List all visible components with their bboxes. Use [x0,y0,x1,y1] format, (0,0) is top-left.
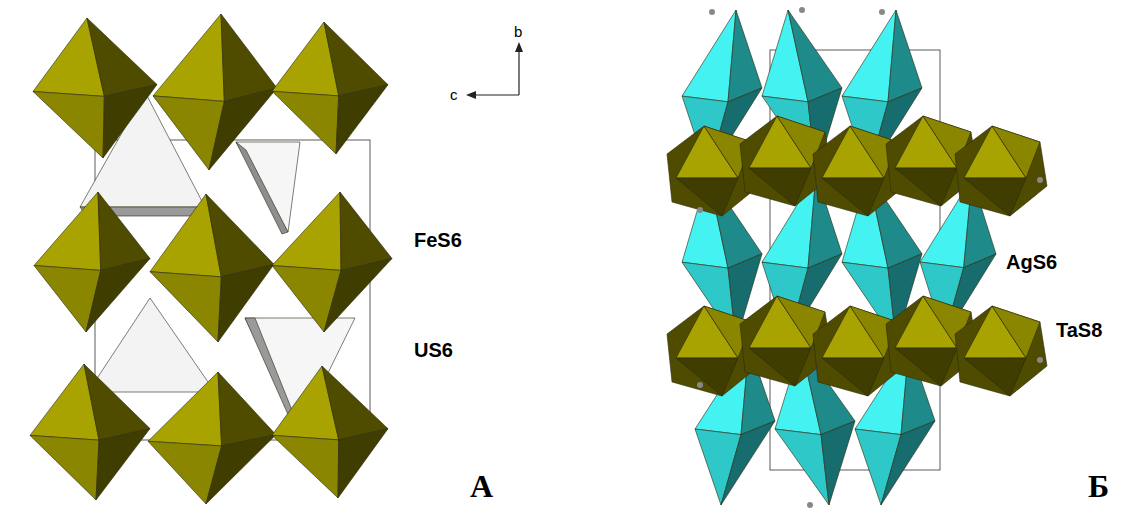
fes6-octahedron [96,429,150,500]
panel-letter: А [470,470,493,502]
sulfur-atom [799,7,805,13]
tas8-antiprism [955,306,1047,396]
sulfur-atom [879,9,885,15]
tas8-antiprism [822,178,884,216]
fes6-octahedron [153,14,224,101]
tas8-antiprism [749,348,811,386]
tas8-antiprism [749,168,811,206]
fes6-octahedron [148,372,222,446]
axis-label: b [514,24,522,39]
fes6-octahedron [272,91,339,154]
fes6-octahedron [338,429,388,498]
axis-arrow [466,91,476,99]
fes6-octahedron [98,192,150,270]
fes6-octahedron [340,192,392,270]
fes6-octahedron [272,435,339,498]
fes6-octahedron [221,14,277,101]
sulfur-atom [697,382,703,388]
ags6-octahedron [821,421,855,505]
tas8-antiprism [992,306,1040,358]
us6-prism [236,142,288,234]
axis-arrow [515,42,523,52]
sulfur-atom [697,207,703,213]
fes6-octahedron [86,259,150,333]
ags6-octahedron [788,10,842,102]
tas8-antiprism [822,358,884,396]
fes6-octahedron [33,92,104,159]
tas8-antiprism [895,348,957,386]
fes6-octahedron [87,18,157,96]
fes6-octahedron [206,194,274,277]
fes6-octahedron [336,85,388,154]
tas8-antiprism [676,178,738,216]
fes6-octahedron [324,259,392,333]
sulfur-atom [1037,177,1043,183]
ags6-octahedron [682,10,736,102]
ags6-octahedron [842,10,896,102]
fes6-octahedron [30,435,99,500]
sulfur-atom [1037,357,1043,363]
axis-line [518,50,519,95]
fes6-octahedron [103,85,157,159]
fes6-octahedron [206,435,276,504]
ags6-octahedron [775,429,829,505]
ags6-octahedron [721,421,775,505]
fes6-octahedron [34,192,101,270]
sulfur-atom [709,9,715,15]
fes6-octahedron [272,192,341,270]
fes6-octahedron [218,264,274,342]
fes6-octahedron [218,372,276,446]
tas8-antiprism [895,168,957,206]
tas8-antiprism [676,358,738,396]
fes6-octahedron [150,272,221,342]
tas8-antiprism [964,178,1026,216]
panel-letter: Б [1088,470,1109,502]
polyhedron-label: AgS6 [1006,252,1057,272]
polyhedron-label: FeS6 [414,230,462,250]
fes6-octahedron [84,364,150,440]
axis-label: c [450,87,458,102]
fes6-octahedron [322,366,388,440]
tas8-antiprism [955,126,1047,216]
fes6-octahedron [209,88,277,170]
polyhedron-label: US6 [414,340,453,360]
tas8-antiprism [964,358,1026,396]
fes6-octahedron [324,22,388,96]
tas8-antiprism [992,126,1040,178]
ags6-octahedron [888,10,922,102]
polyhedron-label: TaS8 [1056,320,1102,340]
ags6-octahedron [728,10,762,102]
ags6-octahedron [881,421,935,505]
sulfur-atom [807,502,813,508]
axis-line [474,94,519,95]
